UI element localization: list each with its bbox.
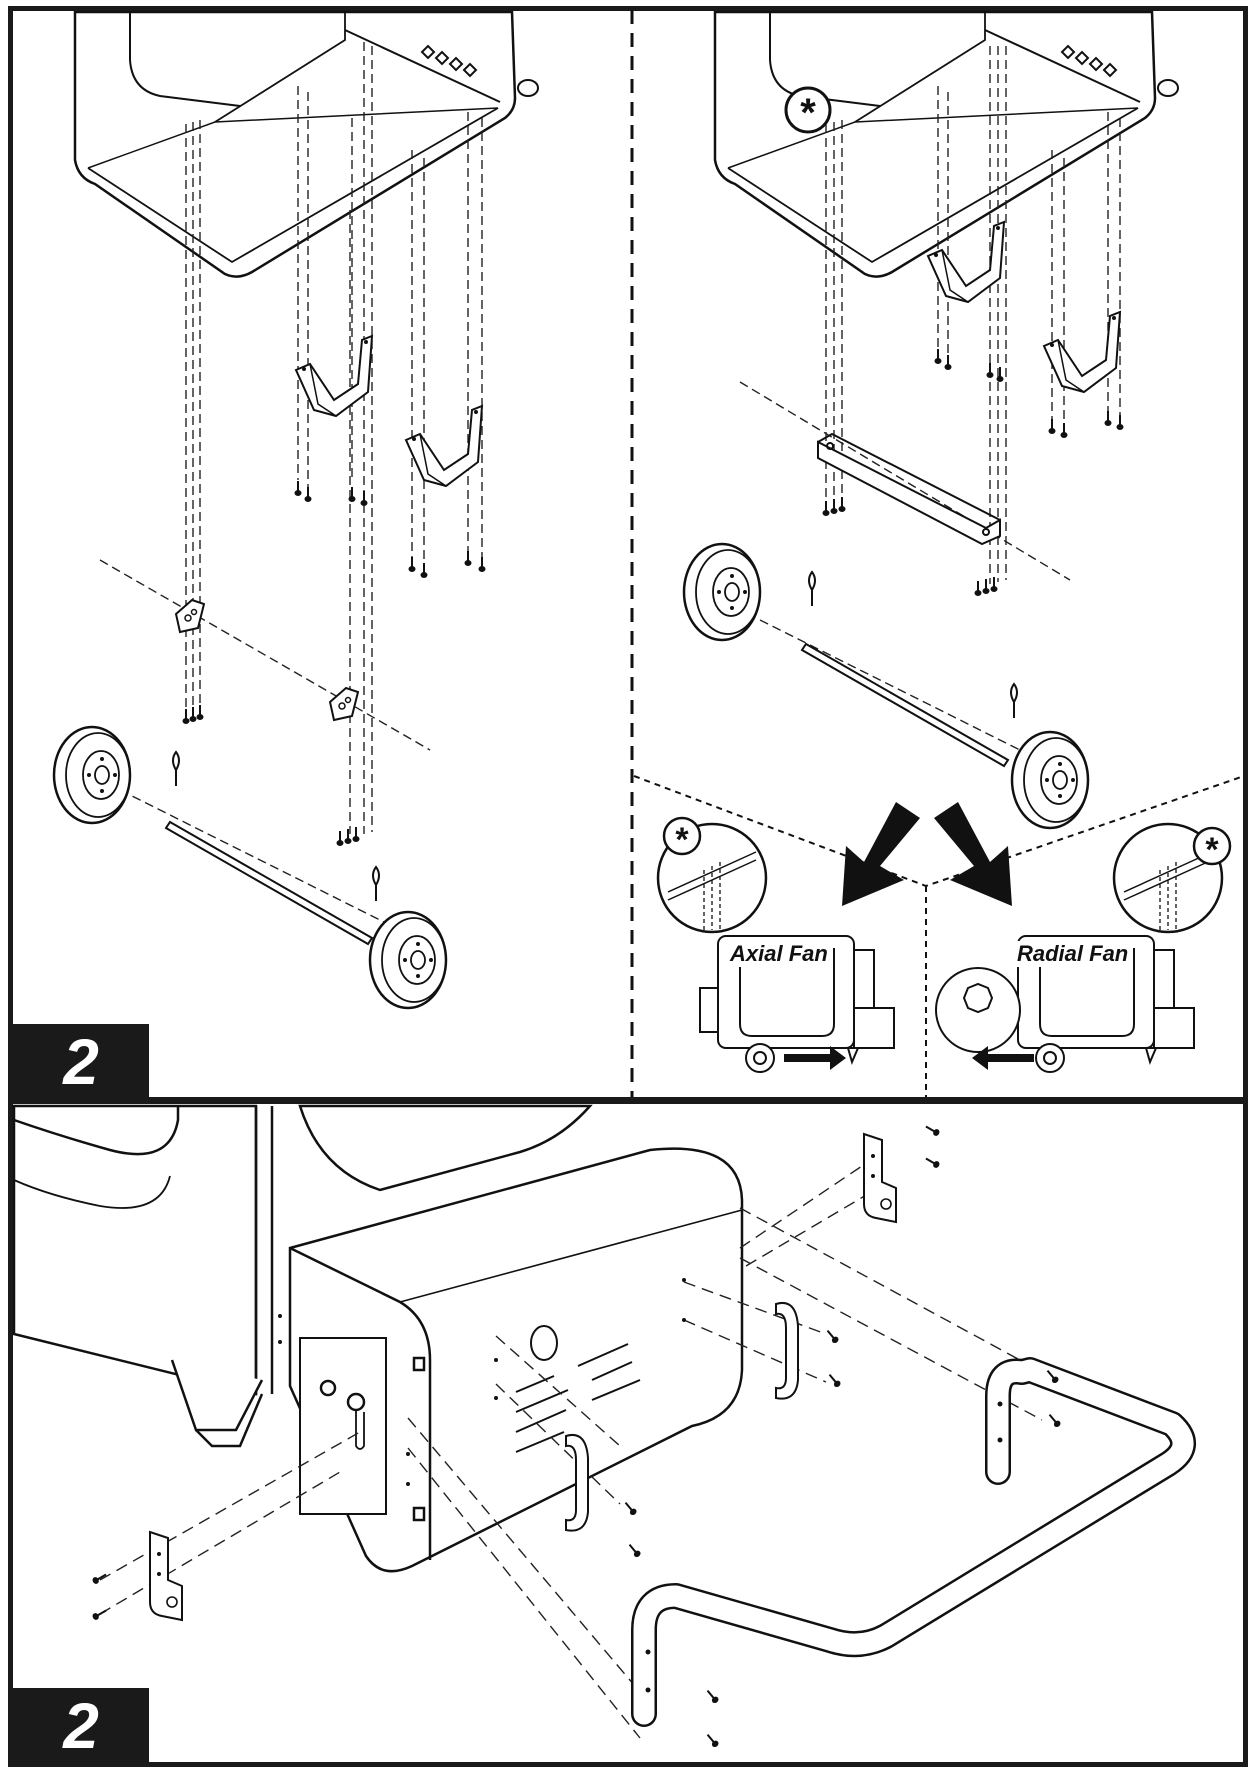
wheel-right-front — [682, 542, 762, 642]
arrow-down-right-icon — [934, 802, 1012, 906]
cotter-pin-left-b — [372, 866, 380, 902]
cotter-pin-left-a — [172, 751, 180, 787]
push-handle — [631, 1357, 1196, 1727]
cotter-pin-right-a — [808, 571, 816, 607]
alignment-lines-left — [99, 42, 483, 941]
svg-text:*: * — [1205, 831, 1219, 869]
unit-base-left — [73, 10, 539, 278]
motor-housing — [288, 1104, 744, 1573]
screws-bottom — [90, 1122, 1063, 1750]
screws-left — [181, 480, 487, 847]
wheel-right-rear — [1010, 730, 1090, 830]
crossbar-bracket — [817, 432, 1001, 546]
step-number-badge-top: 2 — [13, 1024, 149, 1100]
svg-text:*: * — [675, 821, 689, 859]
axial-detail-magnifier: * — [656, 816, 768, 934]
wall-bracket-top — [863, 1133, 897, 1223]
option-dividers — [633, 775, 1245, 1100]
unit-side-view — [12, 1104, 274, 1448]
asterisk-marker-top: * — [784, 86, 832, 135]
unit-base-right — [713, 10, 1179, 278]
alignment-lines-right — [739, 46, 1121, 771]
wheel-left-rear — [368, 910, 448, 1010]
wheel-left-front — [52, 725, 132, 825]
axle-right — [800, 642, 1010, 768]
radial-detail-magnifier: * — [1112, 822, 1232, 934]
arrow-down-left-icon — [842, 802, 920, 906]
arrow-left-icon — [972, 1046, 1034, 1070]
cotter-pin-right-b — [1010, 683, 1018, 719]
arrow-right-icon — [784, 1046, 846, 1070]
asterisk-callout-icon: * — [800, 91, 816, 135]
axle-left — [164, 820, 374, 946]
radial-fan-label: Radial Fan — [1015, 941, 1131, 967]
axle-tab-bracket-b — [329, 687, 359, 721]
step-number-badge-bottom: 2 — [13, 1688, 149, 1764]
axial-fan-label: Axial Fan — [728, 941, 830, 967]
mounting-bracket-left-b — [405, 405, 483, 487]
wall-bracket-bottom — [149, 1531, 183, 1621]
